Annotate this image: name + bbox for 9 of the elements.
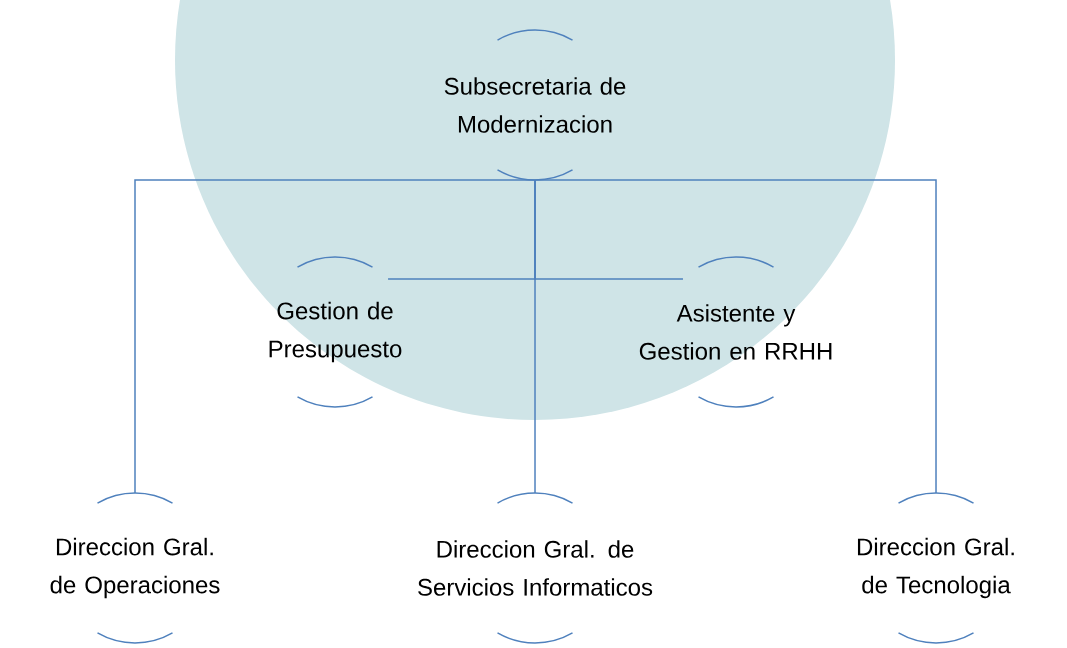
org-node: Direccion Gral. de Operaciones (50, 492, 220, 644)
org-node: Asistente y Gestion en RRHH (639, 256, 832, 408)
org-node: Subsecretaria de Modernizacion (444, 29, 626, 181)
org-node: Gestion de Presupuesto (269, 256, 402, 408)
connector-line (134, 179, 536, 494)
connector-line (534, 179, 937, 494)
org-node: Direccion Gral. de Servicios Informaticos (418, 492, 653, 644)
connector-line (534, 179, 536, 494)
org-node: Direccion Gral. de Tecnologia (857, 492, 1014, 644)
